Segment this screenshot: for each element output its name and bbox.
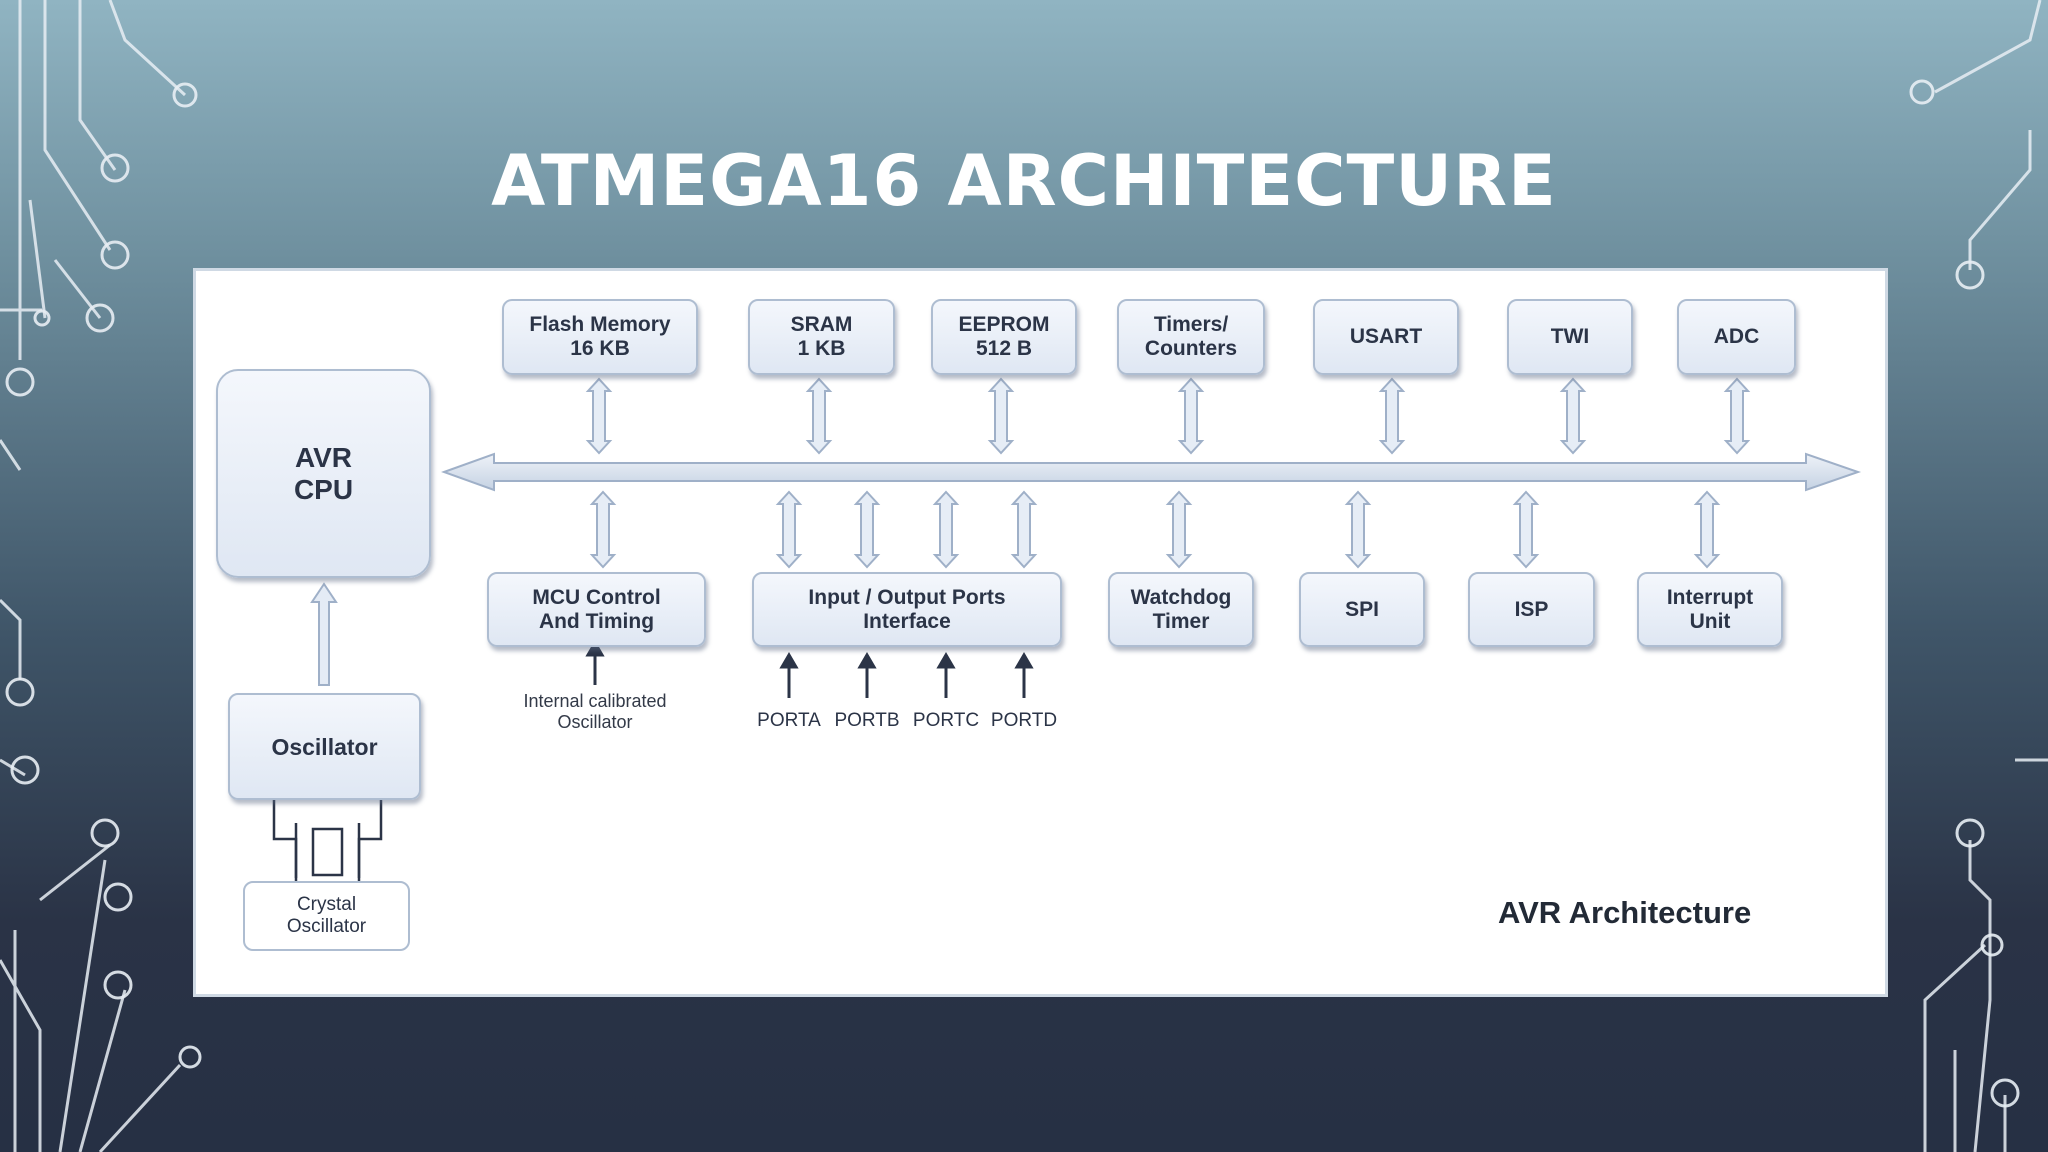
watchdog-timer-block: Watchdog Timer xyxy=(1108,572,1254,647)
twi-block: TWI xyxy=(1507,299,1633,375)
eeprom-block: EEPROM 512 B xyxy=(931,299,1077,375)
diagram-caption: AVR Architecture xyxy=(1498,895,1752,930)
bus-arrow-bottom-1 xyxy=(589,490,617,569)
bus-arrow-bottom-3 xyxy=(853,490,881,569)
architecture-diagram-panel: AVR CPU Oscillator Crystal Oscillator Fl… xyxy=(193,268,1888,997)
interrupt-unit-block: Interrupt Unit xyxy=(1637,572,1783,647)
data-bus-arrow xyxy=(441,452,1862,492)
slide-title: ATMEGA16 ARCHITECTURE xyxy=(491,140,1557,222)
adc-block: ADC xyxy=(1677,299,1796,375)
bus-arrow-top-7 xyxy=(1723,377,1751,455)
bus-arrow-top-3 xyxy=(987,377,1015,455)
spi-block: SPI xyxy=(1299,572,1425,647)
bus-arrow-top-1 xyxy=(585,377,613,455)
bus-arrow-bottom-8 xyxy=(1512,490,1540,569)
isp-block: ISP xyxy=(1468,572,1595,647)
sram-block: SRAM 1 KB xyxy=(748,299,895,375)
port-label-c: PORTC xyxy=(912,710,980,731)
bus-arrow-bottom-7 xyxy=(1344,490,1372,569)
bus-arrow-top-4 xyxy=(1177,377,1205,455)
port-label-d: PORTD xyxy=(990,710,1058,731)
mcu-control-block: MCU Control And Timing xyxy=(487,572,706,647)
bus-arrow-bottom-2 xyxy=(775,490,803,569)
bus-arrow-top-6 xyxy=(1559,377,1587,455)
bus-arrow-bottom-9 xyxy=(1693,490,1721,569)
bus-arrow-top-5 xyxy=(1378,377,1406,455)
port-label-a: PORTA xyxy=(757,710,821,731)
bus-arrow-bottom-6 xyxy=(1165,490,1193,569)
usart-block: USART xyxy=(1313,299,1459,375)
internal-oscillator-label: Internal calibrated Oscillator xyxy=(523,691,667,732)
port-label-b: PORTB xyxy=(834,710,900,731)
bus-link-arrows xyxy=(585,377,1751,569)
timers-counters-block: Timers/ Counters xyxy=(1117,299,1265,375)
crystal-oscillator-block: Crystal Oscillator xyxy=(243,881,410,951)
crystal-wiring xyxy=(272,798,383,883)
bus-arrow-bottom-4 xyxy=(932,490,960,569)
diagram-connectors xyxy=(272,452,1862,883)
oscillator-block: Oscillator xyxy=(228,693,421,800)
avr-cpu-block: AVR CPU xyxy=(216,369,431,578)
io-ports-block: Input / Output Ports Interface xyxy=(752,572,1062,647)
flash-memory-block: Flash Memory 16 KB xyxy=(502,299,698,375)
bus-arrow-top-2 xyxy=(805,377,833,455)
bus-arrow-bottom-5 xyxy=(1010,490,1038,569)
